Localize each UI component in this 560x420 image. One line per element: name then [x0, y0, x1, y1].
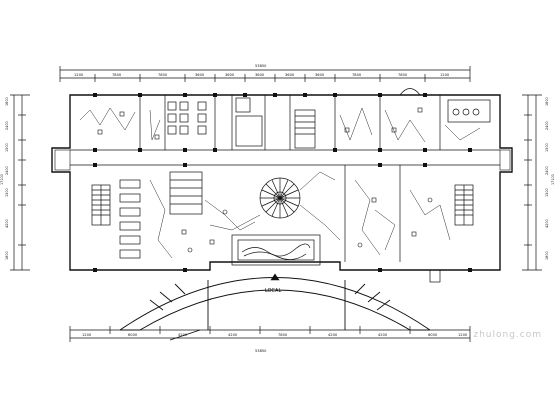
plan-caption: LOCAL [265, 288, 282, 294]
right-dim-6: 4200 [545, 219, 549, 228]
upper-rooms [139, 88, 491, 150]
right-total: 17100 [551, 174, 555, 185]
left-dimension-chain [10, 94, 30, 271]
left-dim-5: 1500 [5, 188, 9, 197]
top-dim-3: 7800 [158, 73, 168, 77]
left-dim-7: 1800 [5, 251, 9, 260]
right-dim-1: 1800 [545, 97, 549, 106]
top-dim-10: 7800 [398, 73, 408, 77]
top-dim-7: 3600 [285, 73, 295, 77]
entrance-canopy [119, 277, 431, 341]
left-dim-6: 4200 [5, 219, 9, 228]
top-dim-2: 7800 [112, 73, 122, 77]
top-overall-dimension: 53850 [255, 64, 267, 68]
electrical-wiring [79, 107, 481, 259]
lower-left-rooms [91, 171, 203, 259]
left-dim-3: 1500 [5, 143, 9, 152]
right-dim-2: 2400 [545, 121, 549, 130]
bottom-dim-5: 7800 [278, 333, 288, 337]
lower-right-rooms [344, 165, 474, 283]
left-total: 17100 [0, 174, 4, 185]
exterior-walls [51, 94, 513, 271]
top-dim-9: 7800 [352, 73, 362, 77]
right-dim-5: 1500 [545, 188, 549, 197]
right-dim-3: 1500 [545, 143, 549, 152]
left-dim-4: 2400 [5, 166, 9, 175]
top-dim-5: 3600 [225, 73, 235, 77]
watermark: zhulong.com [473, 330, 542, 340]
right-dim-4: 2400 [545, 166, 549, 175]
right-dimension-chain [522, 94, 542, 271]
top-dim-8: 3600 [315, 73, 325, 77]
bottom-dim-9: 1200 [458, 333, 468, 337]
corridor [70, 149, 500, 166]
bottom-dim-2: 6000 [128, 333, 138, 337]
bottom-dim-7: 4200 [378, 333, 388, 337]
top-dim-6: 3600 [255, 73, 265, 77]
bottom-dim-8: 6000 [428, 333, 438, 337]
bottom-dim-3: 4200 [178, 333, 188, 337]
bottom-overall-dimension: 53850 [255, 349, 267, 353]
bottom-dim-6: 4200 [328, 333, 338, 337]
light-fixtures [97, 107, 433, 281]
lobby-feature [231, 234, 321, 266]
top-dim-1: 1200 [74, 73, 84, 77]
top-dim-11: 1200 [440, 73, 450, 77]
left-dim-1: 1800 [5, 97, 9, 106]
top-dimension-chain [59, 66, 471, 82]
top-dim-4: 3600 [195, 73, 205, 77]
left-dim-2: 2400 [5, 121, 9, 130]
spiral-staircase [259, 177, 301, 219]
bottom-dim-4: 4200 [228, 333, 238, 337]
bottom-dim-1: 1200 [82, 333, 92, 337]
structural-columns [93, 93, 472, 272]
right-dim-7: 1800 [545, 251, 549, 260]
